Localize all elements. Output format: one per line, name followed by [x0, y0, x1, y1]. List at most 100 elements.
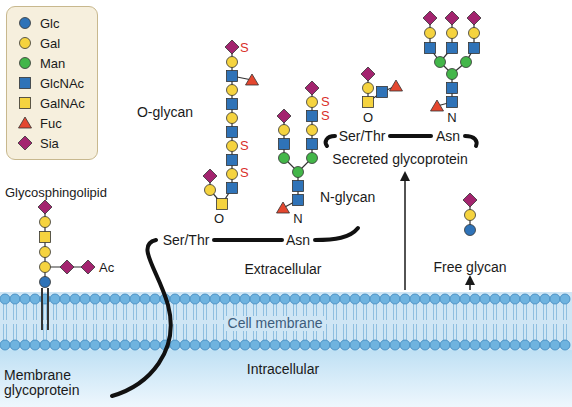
legend-text: Glc: [40, 16, 60, 31]
lipid-tail: [103, 324, 104, 340]
lipid-tail: [176, 304, 177, 320]
lipid-tail: [376, 304, 377, 320]
lipid-head: [360, 294, 370, 304]
monosaccharide-circle: [447, 28, 458, 39]
glycan-type-label: N-glycan: [320, 190, 375, 205]
lipid-tail: [566, 324, 567, 340]
release-arrow: [469, 280, 471, 290]
lipid-tail: [53, 324, 54, 340]
monosaccharide-square: [293, 181, 304, 192]
lipid-head: [480, 294, 490, 304]
lipid-head: [280, 340, 290, 350]
glycan-type-label: O-glycan: [137, 105, 193, 120]
lipid-tail: [553, 304, 554, 320]
lipid-tail: [516, 304, 517, 320]
lipid-tail: [366, 304, 367, 320]
lipid-head: [60, 340, 70, 350]
lipid-tail: [146, 304, 147, 320]
lipid-head: [560, 340, 570, 350]
lipid-tail: [446, 304, 447, 320]
lipid-head: [490, 340, 500, 350]
lipid-head: [480, 340, 490, 350]
lipid-tail: [153, 304, 154, 320]
legend-entry: Gal: [17, 33, 85, 53]
lipid-tail: [136, 304, 137, 320]
lipid-tail: [356, 324, 357, 340]
lipid-tail: [123, 324, 124, 340]
lipid-head: [430, 340, 440, 350]
lipid-head: [20, 340, 30, 350]
lipid-tail: [353, 304, 354, 320]
lipid-tail: [183, 304, 184, 320]
monosaccharide-circle: [20, 38, 31, 49]
lipid-tail: [136, 324, 137, 340]
region-label: Cell membrane: [225, 316, 326, 331]
legend-text: Man: [40, 56, 65, 71]
lipid-head: [420, 294, 430, 304]
cytoplasm-ground: [0, 350, 572, 407]
lipid-tail: [6, 304, 7, 320]
monosaccharide-square: [447, 97, 458, 108]
lipid-head: [250, 340, 260, 350]
lipid-head: [110, 294, 120, 304]
lipid-tail: [63, 304, 64, 320]
membrane-protein-chain: [112, 240, 171, 396]
lipid-head: [350, 294, 360, 304]
lipid-head: [260, 294, 270, 304]
lipid-tail: [93, 324, 94, 340]
lipid-head: [320, 340, 330, 350]
glycan-structures: [38, 11, 481, 288]
monosaccharide-triangle: [277, 202, 290, 213]
lipid-head: [190, 340, 200, 350]
lipid-head: [250, 294, 260, 304]
lipid-head: [470, 340, 480, 350]
legend-swatch: [17, 15, 33, 31]
monosaccharide-circle: [293, 167, 304, 178]
lipid-tail: [373, 324, 374, 340]
lipid-tail: [143, 304, 144, 320]
lipid-tail: [63, 324, 64, 340]
glycosidic-bonds: [45, 18, 474, 282]
monosaccharide-square: [293, 195, 304, 206]
monosaccharide-circle: [227, 57, 238, 68]
lipid-head: [230, 340, 240, 350]
lipid-head: [10, 340, 20, 350]
sulfate-mark: S: [240, 139, 249, 153]
monosaccharide-circle: [227, 113, 238, 124]
monosaccharide-diamond: [203, 169, 217, 183]
lipid-head: [70, 294, 80, 304]
lipid-tail: [566, 304, 567, 320]
lipid-tail: [203, 304, 204, 320]
monosaccharide-square: [307, 111, 318, 122]
legend-swatch: [17, 75, 33, 91]
monosaccharide-circle: [205, 185, 216, 196]
lipid-head: [240, 294, 250, 304]
linkage-atom: O: [363, 111, 373, 125]
lipid-head: [50, 294, 60, 304]
lipid-tail: [353, 324, 354, 340]
residue-label: Ser/Thr: [163, 233, 210, 248]
lipid-tail: [403, 304, 404, 320]
lipid-tail: [556, 304, 557, 320]
lipid-tail: [83, 324, 84, 340]
lipid-head: [90, 294, 100, 304]
lipid-tail: [463, 324, 464, 340]
lipid-tail: [333, 324, 334, 340]
lipid-tail: [43, 324, 44, 340]
lipid-tail: [446, 324, 447, 340]
sulfate-mark: S: [240, 41, 249, 55]
lipid-tail: [363, 304, 364, 320]
lipid-head: [50, 340, 60, 350]
monosaccharide-diamond: [463, 193, 477, 207]
lipid-head: [330, 294, 340, 304]
lipid-tail: [3, 304, 4, 320]
lipid-head: [470, 294, 480, 304]
lipid-tail: [126, 324, 127, 340]
lipid-head: [180, 340, 190, 350]
monosaccharide-circle: [227, 85, 238, 96]
lipid-head: [310, 294, 320, 304]
lipid-head: [220, 340, 230, 350]
lipid-head: [30, 294, 40, 304]
monosaccharide-circle: [435, 57, 446, 68]
linkage-atom: O: [214, 212, 224, 226]
